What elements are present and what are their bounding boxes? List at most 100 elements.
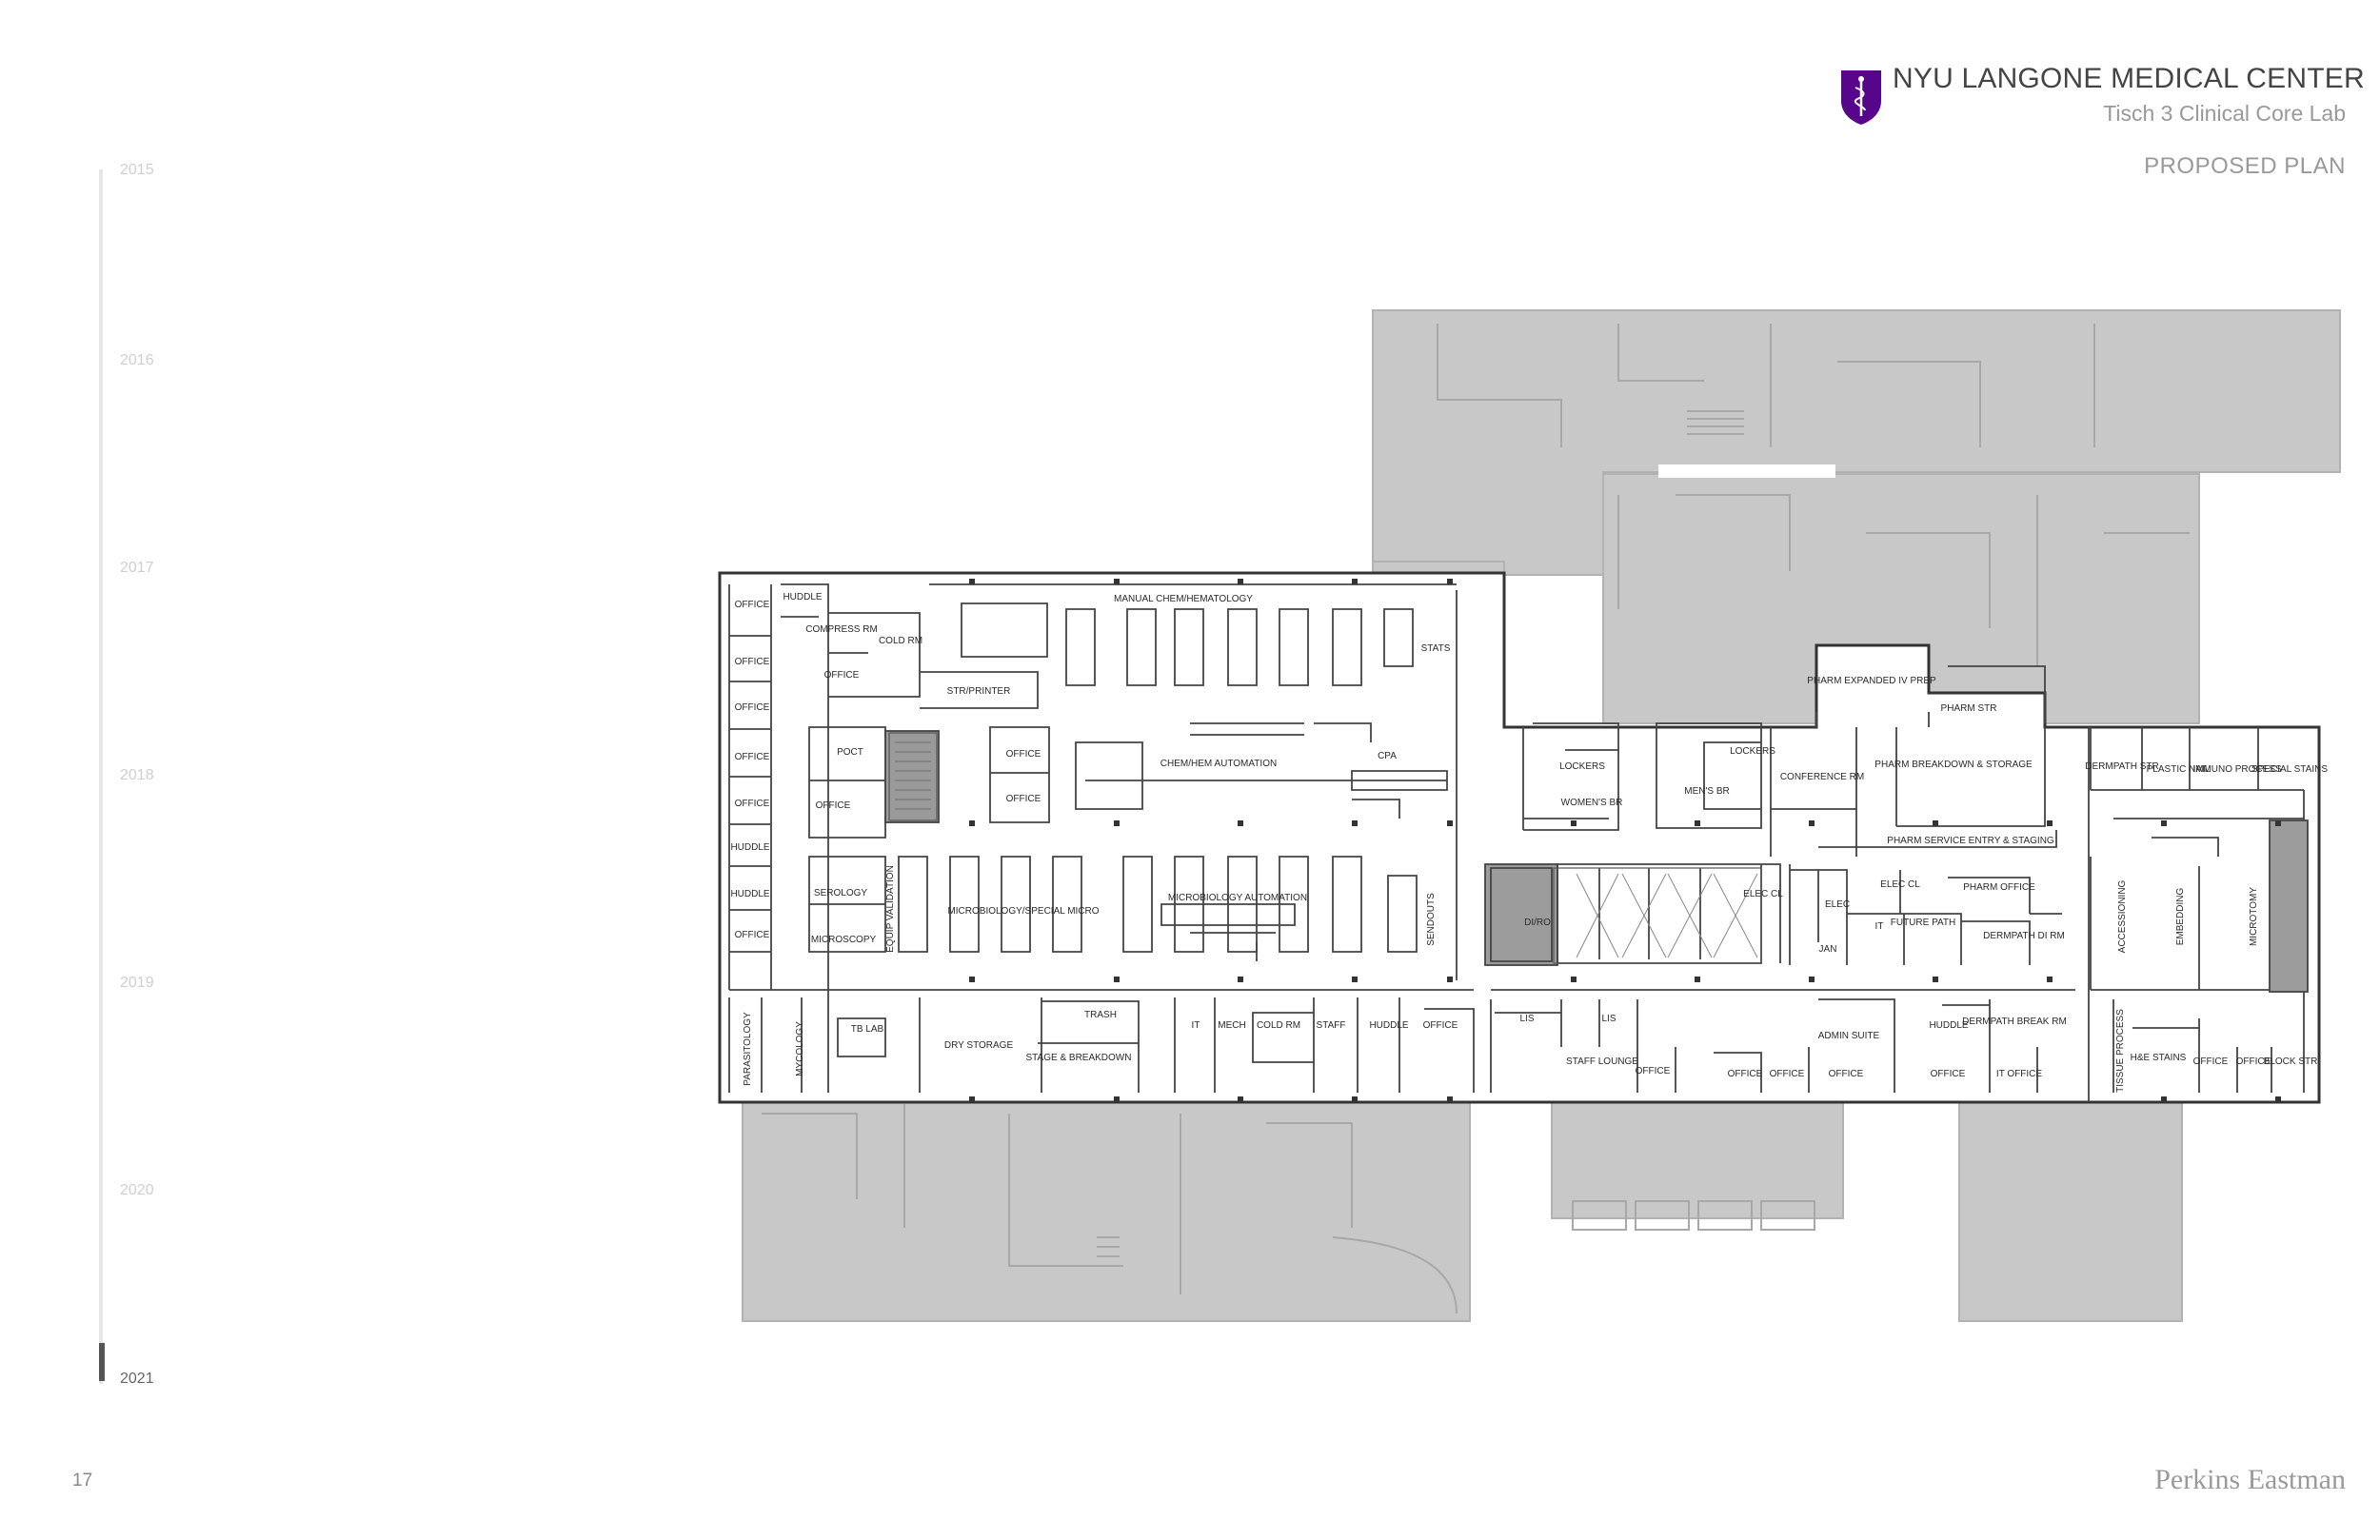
room-label: FUTURE PATH <box>1891 918 1956 928</box>
room-label: OFFICE <box>735 930 770 940</box>
room-label: OFFICE <box>1636 1066 1671 1076</box>
room-label: ELEC CL <box>1880 879 1920 890</box>
room-label: OFFICE <box>1006 794 1041 804</box>
room-label: COLD RM <box>1257 1020 1300 1031</box>
room-label: PHARM EXPANDED IV PREP <box>1807 676 1936 686</box>
room-label: LOCKERS <box>1559 761 1605 772</box>
room-label: DERMPATH BREAK RM <box>1962 1017 2067 1027</box>
room-label: SPECIAL STAINS <box>2251 764 2328 775</box>
room-label: COMPRESS RM <box>805 624 878 635</box>
room-label: OFFICE <box>824 670 860 681</box>
room-label: MEN'S BR <box>1684 786 1729 797</box>
room-label: TRASH <box>1084 1010 1117 1020</box>
room-label: LIS <box>1601 1014 1616 1024</box>
room-label: ELEC <box>1825 899 1850 910</box>
room-label: WOMEN'S BR <box>1561 798 1623 808</box>
room-label: IT <box>1875 921 1884 932</box>
room-labels: OFFICE HUDDLE COMPRESS RM COLD RM OFFICE… <box>730 592 2328 1093</box>
room-label: HUDDLE <box>783 592 822 602</box>
room-label: DERMPATH DI RM <box>1983 931 2065 941</box>
project-name: Tisch 3 Clinical Core Lab <box>2103 101 2346 126</box>
room-label: CONFERENCE RM <box>1780 772 1864 782</box>
room-label: LOCKERS <box>1730 746 1775 757</box>
room-label: EMBEDDING <box>2175 887 2186 945</box>
timeline-year-2019: 2019 <box>120 975 154 991</box>
room-label: OFFICE <box>1770 1069 1805 1079</box>
room-label: IT OFFICE <box>1996 1069 2042 1079</box>
room-label: OFFICE <box>2193 1056 2229 1067</box>
room-label: OFFICE <box>735 657 770 667</box>
room-label: IT <box>1192 1020 1200 1031</box>
room-label: OFFICE <box>1423 1020 1458 1031</box>
room-label: MANUAL CHEM/HEMATOLOGY <box>1114 594 1253 604</box>
room-label: TISSUE PROCESS <box>2115 1009 2126 1093</box>
room-label: PHARM OFFICE <box>1963 882 2035 893</box>
timeline-year-2016: 2016 <box>120 352 154 368</box>
room-label: HUDDLE <box>1369 1020 1408 1031</box>
room-label: CPA <box>1378 751 1397 761</box>
room-label: HUDDLE <box>1929 1020 1968 1031</box>
timeline-year-2017: 2017 <box>120 560 154 576</box>
room-label: MICROTOMY <box>2249 887 2259 946</box>
room-label: SENDOUTS <box>1426 893 1437 946</box>
room-label: OFFICE <box>735 752 770 762</box>
room-label: MICROBIOLOGY/SPECIAL MICRO <box>947 906 1099 917</box>
room-label: H&E STAINS <box>2131 1053 2187 1063</box>
room-label: MICROSCOPY <box>811 935 877 945</box>
timeline-track <box>99 169 103 1384</box>
room-label: OFFICE <box>2236 1056 2271 1067</box>
room-label: BLOCK STR <box>2264 1056 2318 1067</box>
room-label: OFFICE <box>735 799 770 809</box>
stair-core <box>888 732 938 821</box>
room-label: OFFICE <box>816 800 851 811</box>
timeline-year-2020: 2020 <box>120 1182 154 1198</box>
room-label: POCT <box>837 747 863 758</box>
timeline-year-2021: 2021 <box>120 1371 154 1387</box>
room-label: DERMPATH STR <box>2085 761 2158 772</box>
room-label: SEROLOGY <box>814 888 867 898</box>
room-label: STAFF LOUNGE <box>1566 1056 1638 1067</box>
room-label: PARASITOLOGY <box>743 1012 753 1086</box>
room-label: ELEC CL <box>1743 889 1783 899</box>
room-label: OFFICE <box>1829 1069 1864 1079</box>
timeline-year-2015: 2015 <box>120 162 154 178</box>
room-label: CHEM/HEM AUTOMATION <box>1160 759 1277 769</box>
room-label: DRY STORAGE <box>944 1040 1014 1051</box>
room-label: OFFICE <box>1931 1069 1966 1079</box>
room-label: STAGE & BREAKDOWN <box>1026 1053 1132 1063</box>
room-label: MYCOLOGY <box>795 1021 805 1076</box>
room-label: EQUIP VALIDATION <box>885 865 896 953</box>
room-label: MICROBIOLOGY AUTOMATION <box>1168 893 1307 903</box>
room-label: JAN <box>1819 944 1837 955</box>
room-label: OFFICE <box>1728 1069 1763 1079</box>
room-label: PHARM STR <box>1941 703 1997 714</box>
existing-building-details <box>762 324 2190 1314</box>
nyu-shield-logo-icon <box>1841 70 1881 125</box>
room-label: OFFICE <box>735 600 770 610</box>
room-label: ADMIN SUITE <box>1818 1031 1880 1041</box>
proposed-plan-walls <box>718 571 2321 1104</box>
room-label: STAFF <box>1317 1020 1346 1031</box>
plan-title: PROPOSED PLAN <box>2144 153 2346 179</box>
room-label: LIS <box>1519 1014 1534 1024</box>
room-label: OFFICE <box>1006 749 1041 760</box>
room-label: MECH <box>1218 1020 1245 1031</box>
timeline-year-2018: 2018 <box>120 767 154 783</box>
room-label: PLASTIC NAIL <box>2147 764 2211 775</box>
room-label: OFFICE <box>735 702 770 713</box>
room-label: HUDDLE <box>730 889 769 899</box>
institution-name: NYU LANGONE MEDICAL CENTER <box>1893 63 2365 94</box>
room-label: PHARM SERVICE ENTRY & STAGING <box>1887 836 2054 846</box>
room-label: HUDDLE <box>730 842 769 853</box>
room-label: PHARM BREAKDOWN & STORAGE <box>1874 760 2033 770</box>
room-label: STR/PRINTER <box>947 686 1011 697</box>
room-label: DI/RO <box>1524 918 1551 928</box>
firm-logotype: Perkins Eastman <box>2154 1464 2346 1495</box>
room-label: ACCESSIONING <box>2117 879 2128 953</box>
existing-building-gap <box>1658 464 1835 478</box>
room-label: COLD RM <box>879 636 922 646</box>
column-grid <box>969 579 2281 1102</box>
room-label: STATS <box>1421 643 1451 654</box>
room-label: IMMUNO PROCESS <box>2192 764 2282 775</box>
